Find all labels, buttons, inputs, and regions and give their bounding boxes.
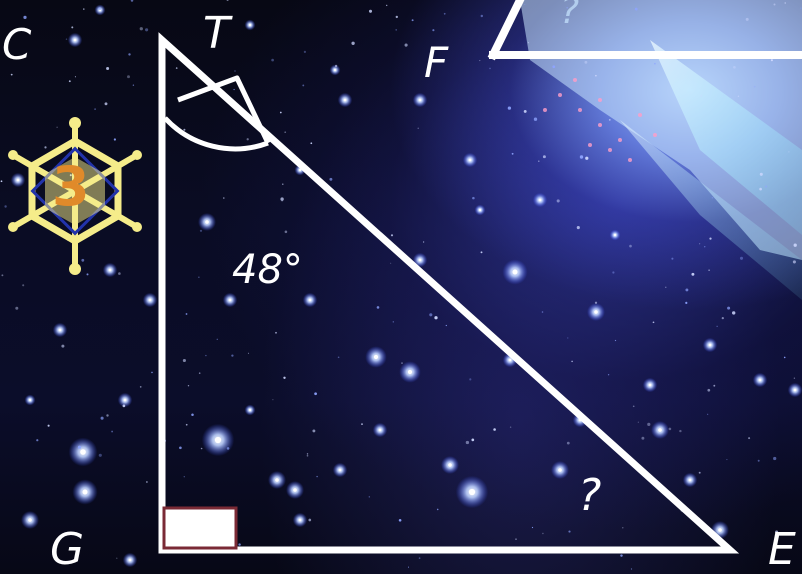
partial-triangle-outline [487, 0, 802, 61]
angle-arc-top [163, 116, 269, 152]
unknown-angle-label: ? [578, 470, 602, 521]
snowflake-badge-icon [8, 117, 142, 275]
right-triangle-outline [158, 32, 740, 554]
angle-label-48: 48° [232, 247, 303, 293]
right-angle-marker [162, 506, 238, 550]
partial-triangle-question: ? [560, 0, 580, 32]
vertex-label-c: C [2, 20, 32, 69]
vertex-label-g: G [50, 524, 85, 574]
vertex-label-t: T [203, 8, 230, 59]
vertex-label-f: F [424, 38, 449, 87]
badge-number: 3 [52, 155, 90, 218]
vertex-label-e: E [768, 524, 796, 574]
nebula-streaks [520, 0, 802, 300]
angle-arc-top-inner [177, 75, 271, 145]
